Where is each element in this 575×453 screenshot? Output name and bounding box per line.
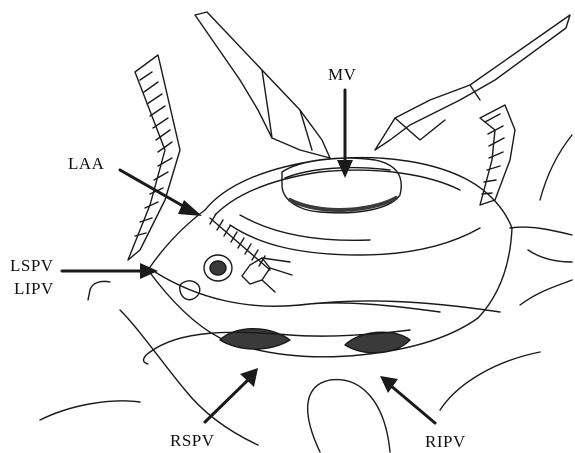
pericardium-outline bbox=[40, 135, 572, 452]
left-retractor-blade bbox=[128, 55, 180, 260]
arrow-ripv bbox=[380, 376, 435, 423]
arrow-mv bbox=[337, 90, 353, 178]
label-rspv: RSPV bbox=[170, 432, 215, 449]
arrow-lspv bbox=[62, 263, 158, 279]
atrial-opening bbox=[148, 158, 512, 357]
label-laa: LAA bbox=[68, 155, 104, 172]
label-ripv: RIPV bbox=[425, 433, 466, 450]
arrow-rspv bbox=[205, 368, 258, 422]
upper-retractor-right bbox=[375, 15, 570, 150]
label-mv: MV bbox=[328, 66, 356, 83]
right-retractor-blade bbox=[480, 105, 515, 205]
upper-retractor-left bbox=[195, 12, 330, 158]
label-lipv: LIPV bbox=[14, 280, 54, 297]
atrial-floor bbox=[155, 272, 500, 312]
label-lspv: LSPV bbox=[10, 257, 54, 274]
